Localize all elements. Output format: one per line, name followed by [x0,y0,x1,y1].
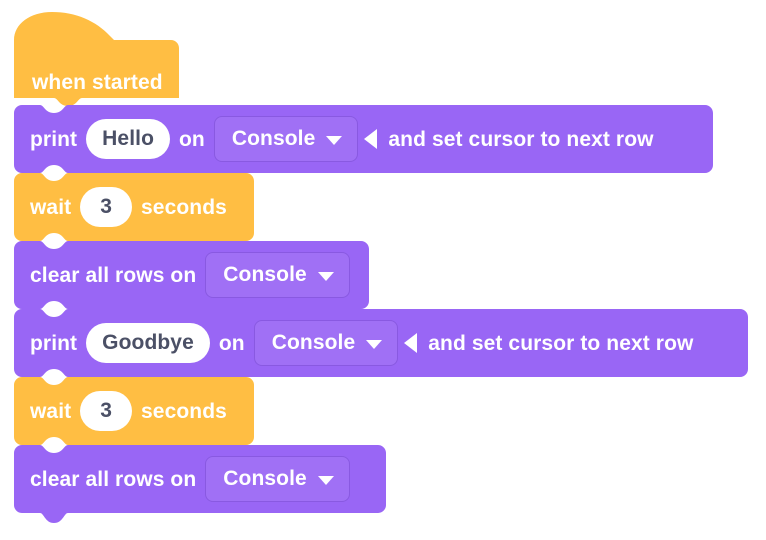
chevron-down-icon [326,135,343,145]
block-when-started[interactable]: when started [14,12,179,106]
console-dropdown[interactable]: Console [213,116,359,162]
print-text-input[interactable]: Goodbye [86,323,210,363]
on-label: on [179,127,205,151]
chevron-down-icon [317,475,334,485]
block-print-hello[interactable]: print Hello on Console and set cursor to… [14,105,713,173]
console-dropdown-value: Console [271,331,356,354]
when-started-label: when started [32,71,163,94]
wait-number-input[interactable]: 3 [80,187,133,227]
wait-number-input[interactable]: 3 [80,391,133,431]
console-dropdown[interactable]: Console [205,456,350,502]
clear-all-rows-label: clear all rows on [30,263,197,287]
seconds-label: seconds [141,195,227,219]
block-clear-all-rows-2[interactable]: clear all rows on Console [14,445,386,523]
block-clear-all-rows-1[interactable]: clear all rows on Console [14,241,369,309]
print-text-input[interactable]: Hello [86,119,170,159]
console-dropdown-value: Console [231,127,316,150]
console-dropdown[interactable]: Console [253,320,399,366]
chevron-down-icon [366,339,383,349]
collapse-arrow-icon[interactable] [364,129,378,149]
wait-label: wait [30,195,72,219]
console-dropdown[interactable]: Console [205,252,350,298]
next-row-label: and set cursor to next row [428,331,694,355]
console-dropdown-value: Console [223,263,307,286]
wait-label: wait [30,399,72,423]
chevron-down-icon [317,271,334,281]
block-wait-seconds-2[interactable]: wait 3 seconds [14,377,254,445]
on-label: on [218,331,245,355]
console-dropdown-value: Console [223,467,307,490]
block-print-goodbye[interactable]: print Goodbye on Console and set cursor … [14,309,748,377]
block-wait-seconds-1[interactable]: wait 3 seconds [14,173,254,241]
print-label: print [30,127,78,151]
clear-all-rows-label: clear all rows on [30,467,197,491]
next-row-label: and set cursor to next row [388,127,654,151]
collapse-arrow-icon[interactable] [404,333,418,353]
seconds-label: seconds [141,399,227,423]
print-label: print [30,331,78,355]
